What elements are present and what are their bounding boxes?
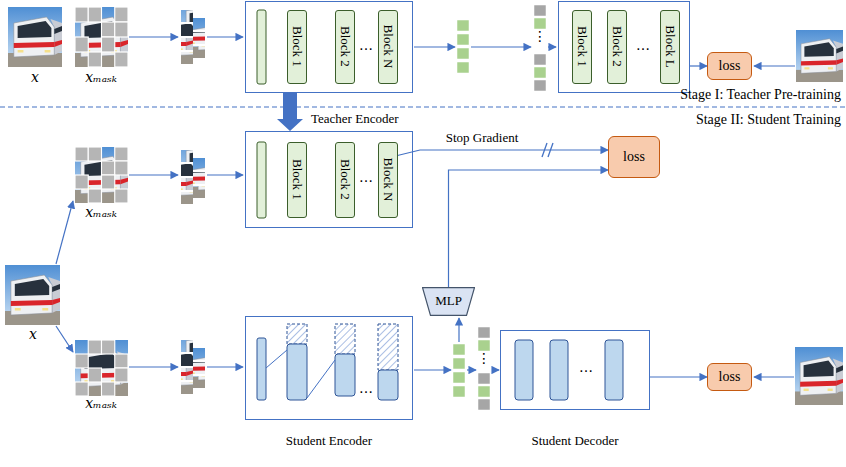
patch-column [145,138,241,206]
ellipsis-mark: … [579,360,593,375]
embed-bar [257,10,266,84]
flow-arrow [56,175,794,377]
connector-arrow [449,170,609,287]
node-text: loss [623,149,645,165]
input-image [8,7,62,67]
loss-box: loss [707,52,752,80]
block-box: Block N [378,142,398,218]
token-column [453,344,465,397]
loss-box: loss [608,136,660,178]
node-text: MLP [435,294,462,309]
embed-bar [257,142,266,218]
variable-label: xₘₐₛₖ [85,205,117,220]
token-column [457,20,469,73]
node-text: Block N [380,25,395,69]
stage-divider [0,106,846,107]
connector-arrow [690,65,707,66]
patch-column [145,0,241,66]
encoder-box: Block 1 Block 2 Block N [245,1,413,93]
node-text: Block 2 [337,26,352,67]
node-text: Block 1 [574,26,589,67]
token-column [478,327,490,410]
box-heading: Student Encoder [286,434,372,449]
box-heading: Student Decoder [531,434,618,449]
encoder-box: Block 1 Block 2 Block L [558,1,690,93]
node-text: Block 1 [289,26,304,67]
variable-label: x [29,327,37,342]
stage-title: Stage II: Student Training [696,112,841,127]
mlp-trapezoid: MLP [422,287,475,316]
block-box: Block 1 [572,10,592,84]
ellipsis-mark: … [359,170,373,185]
box-heading: Teacher Encoder [311,112,399,127]
connector-arrow [398,150,609,156]
block-link [266,350,335,398]
encoder-box: Student Encoder [245,316,413,420]
ellipsis-mark: … [359,38,373,53]
masked-image [75,147,128,203]
loss-box: loss [707,363,752,391]
encoder-box: Teacher EncoderBlock 1Block 2Block N [245,131,413,228]
student-encoder-blocks [257,324,398,400]
connector-arrow [650,376,707,377]
target-image [796,30,843,82]
block-box: Block 1 [287,10,307,84]
block-box: Block 2 [607,10,627,84]
ellipsis-mark: ⋮ [477,351,491,366]
node-text: Block 2 [337,159,352,200]
masked-image [75,340,128,396]
mlp-shape [423,288,475,316]
variable-label: x [31,70,39,85]
token-column [534,5,546,91]
edge-label: Stop Gradient [444,131,521,146]
block-box: Block 1 [287,142,307,218]
node-text: Block N [380,158,395,202]
block-box: Block L [660,10,680,84]
transfer-arrow [277,93,303,131]
ellipsis-mark: … [359,381,373,396]
ellipsis-mark: … [636,38,650,53]
block-box: Block 2 [335,10,355,84]
variable-label: xₘₐₛₖ [85,70,117,85]
variable-label: xₘₐₛₖ [85,396,117,411]
target-image [795,347,843,405]
node-text: loss [719,369,741,385]
masked-image [75,7,128,67]
node-text: Block 1 [289,159,304,200]
student-decoder-blocks [515,340,623,400]
encoder-box: Student Decoder [500,330,650,410]
flow-arrow [129,37,795,66]
node-text: loss [719,58,741,74]
input-image [5,265,60,325]
node-text: Block L [662,25,677,67]
node-text: Block 2 [609,26,624,67]
block-box: Block N [378,10,398,84]
stage-title: Stage I: Teacher Pre-training [680,87,841,102]
block-box: Block 2 [335,142,355,218]
ellipsis-mark: ⋮ [533,29,547,44]
patch-column [145,328,241,396]
